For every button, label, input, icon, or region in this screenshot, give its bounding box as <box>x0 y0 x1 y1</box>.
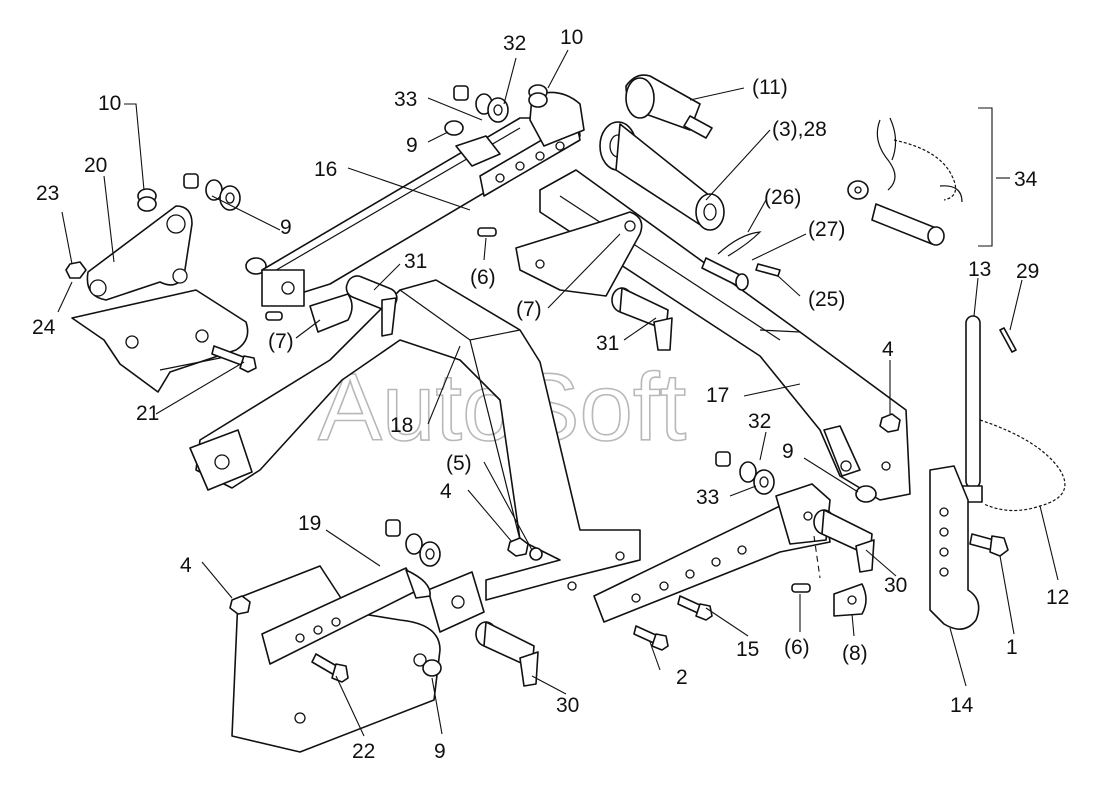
callout-17: 17 <box>706 384 729 407</box>
callout-10-top: 10 <box>560 26 583 49</box>
callout-19: 19 <box>298 512 321 535</box>
bracket-line-34 <box>978 107 993 247</box>
callout-20: 20 <box>84 154 107 177</box>
bracket-7-left <box>309 293 353 333</box>
bushing-9-mid <box>855 485 877 503</box>
callout-4-left: 4 <box>180 554 192 577</box>
callout-13: 13 <box>968 258 991 281</box>
callout-16: 16 <box>314 158 337 181</box>
part-upper-arm <box>261 91 585 307</box>
callout-25: (25) <box>808 288 845 311</box>
callout-24: 24 <box>32 316 56 339</box>
vertical-pin-13 <box>961 315 983 503</box>
callout-4-mid: 4 <box>440 480 452 503</box>
part-a-frame <box>189 279 641 633</box>
callout-7-left: (7) <box>268 330 294 353</box>
hook-plate-14 <box>929 465 980 630</box>
callout-34: 34 <box>1014 168 1038 191</box>
callout-31-mid: 31 <box>596 332 619 355</box>
callout-1: 1 <box>1006 636 1018 659</box>
link-bar-19 <box>261 567 431 665</box>
callout-30-bottom: 30 <box>556 694 579 717</box>
bushing-9-left <box>245 257 267 275</box>
pin-30-bottom <box>475 621 539 687</box>
nut-23 <box>65 261 87 279</box>
callout-labels: 32 10 (11) 33 (3),28 10 9 16 20 34 23 (2… <box>32 26 1069 763</box>
pin-6-bottom <box>791 583 811 593</box>
pin-29 <box>999 327 1017 353</box>
callout-9-mid: 9 <box>782 440 794 463</box>
leader-lines <box>57 49 1059 737</box>
pin-31-left <box>345 275 398 337</box>
callout-10-left: 10 <box>98 92 121 115</box>
pin-6-top <box>477 227 497 237</box>
pin-27 <box>701 257 749 291</box>
callout-9-top: 9 <box>406 134 418 157</box>
grease-washer-low <box>385 519 441 567</box>
pin-7-left <box>265 311 283 321</box>
pin-25 <box>755 263 781 277</box>
callout-3-28: (3),28 <box>772 118 827 141</box>
nut-4-mid <box>507 537 543 561</box>
bushing-10-left <box>137 188 157 212</box>
callout-32-top: 32 <box>503 32 526 55</box>
bolt-15 <box>677 595 713 621</box>
callout-32-mid: 32 <box>748 410 771 433</box>
chain-12 <box>979 419 1066 512</box>
side-plate <box>231 565 441 753</box>
grease-washer-left <box>183 173 241 211</box>
callout-15: 15 <box>736 638 759 661</box>
pin-30-right <box>813 509 875 573</box>
grease-washer-top <box>453 85 509 123</box>
bolt-2 <box>633 625 669 651</box>
bolt-21 <box>211 345 257 373</box>
roller-3-28 <box>599 121 725 231</box>
bushing-9-top <box>444 120 464 136</box>
dashed-guide <box>813 535 821 579</box>
callout-30-right: 30 <box>884 574 907 597</box>
pin-assembly-34 <box>847 117 963 246</box>
bolt-1 <box>969 533 1009 557</box>
callout-23: 23 <box>36 182 59 205</box>
grease-washer-mid <box>715 451 775 495</box>
callout-6-bottom: (6) <box>784 636 810 659</box>
bracket-7-mid <box>515 211 643 297</box>
callout-22: 22 <box>352 740 375 763</box>
callout-18: 18 <box>390 414 413 437</box>
callout-8: (8) <box>842 642 868 665</box>
roller-11 <box>625 74 713 139</box>
pin-31-mid <box>611 287 673 351</box>
callout-11: (11) <box>752 76 788 99</box>
bushing-9-bottom <box>422 659 442 677</box>
callout-26: (26) <box>764 186 801 209</box>
callout-29: 29 <box>1016 260 1039 283</box>
callout-6-top: (6) <box>470 266 496 289</box>
part-bracket-plate <box>71 289 249 393</box>
part-link-plate <box>86 205 193 301</box>
clip-26 <box>717 231 762 257</box>
bracket-8 <box>833 583 867 617</box>
callout-12: 12 <box>1046 586 1069 609</box>
bushing-10-top <box>528 84 548 108</box>
callout-21: 21 <box>136 402 159 425</box>
callout-9-bottom: 9 <box>434 740 446 763</box>
callout-27: (27) <box>808 218 845 241</box>
callout-7-mid: (7) <box>516 298 542 321</box>
callout-33-mid: 33 <box>696 486 719 509</box>
callout-33-top: 33 <box>394 88 417 111</box>
callout-9-left: 9 <box>280 216 292 239</box>
callout-14: 14 <box>950 694 974 717</box>
nut-4-left <box>229 595 251 615</box>
callout-4-right: 4 <box>882 338 894 361</box>
nut-4-right <box>879 413 901 433</box>
callout-5: (5) <box>446 452 472 475</box>
callout-2: 2 <box>676 666 688 689</box>
callout-31-left: 31 <box>404 250 427 273</box>
